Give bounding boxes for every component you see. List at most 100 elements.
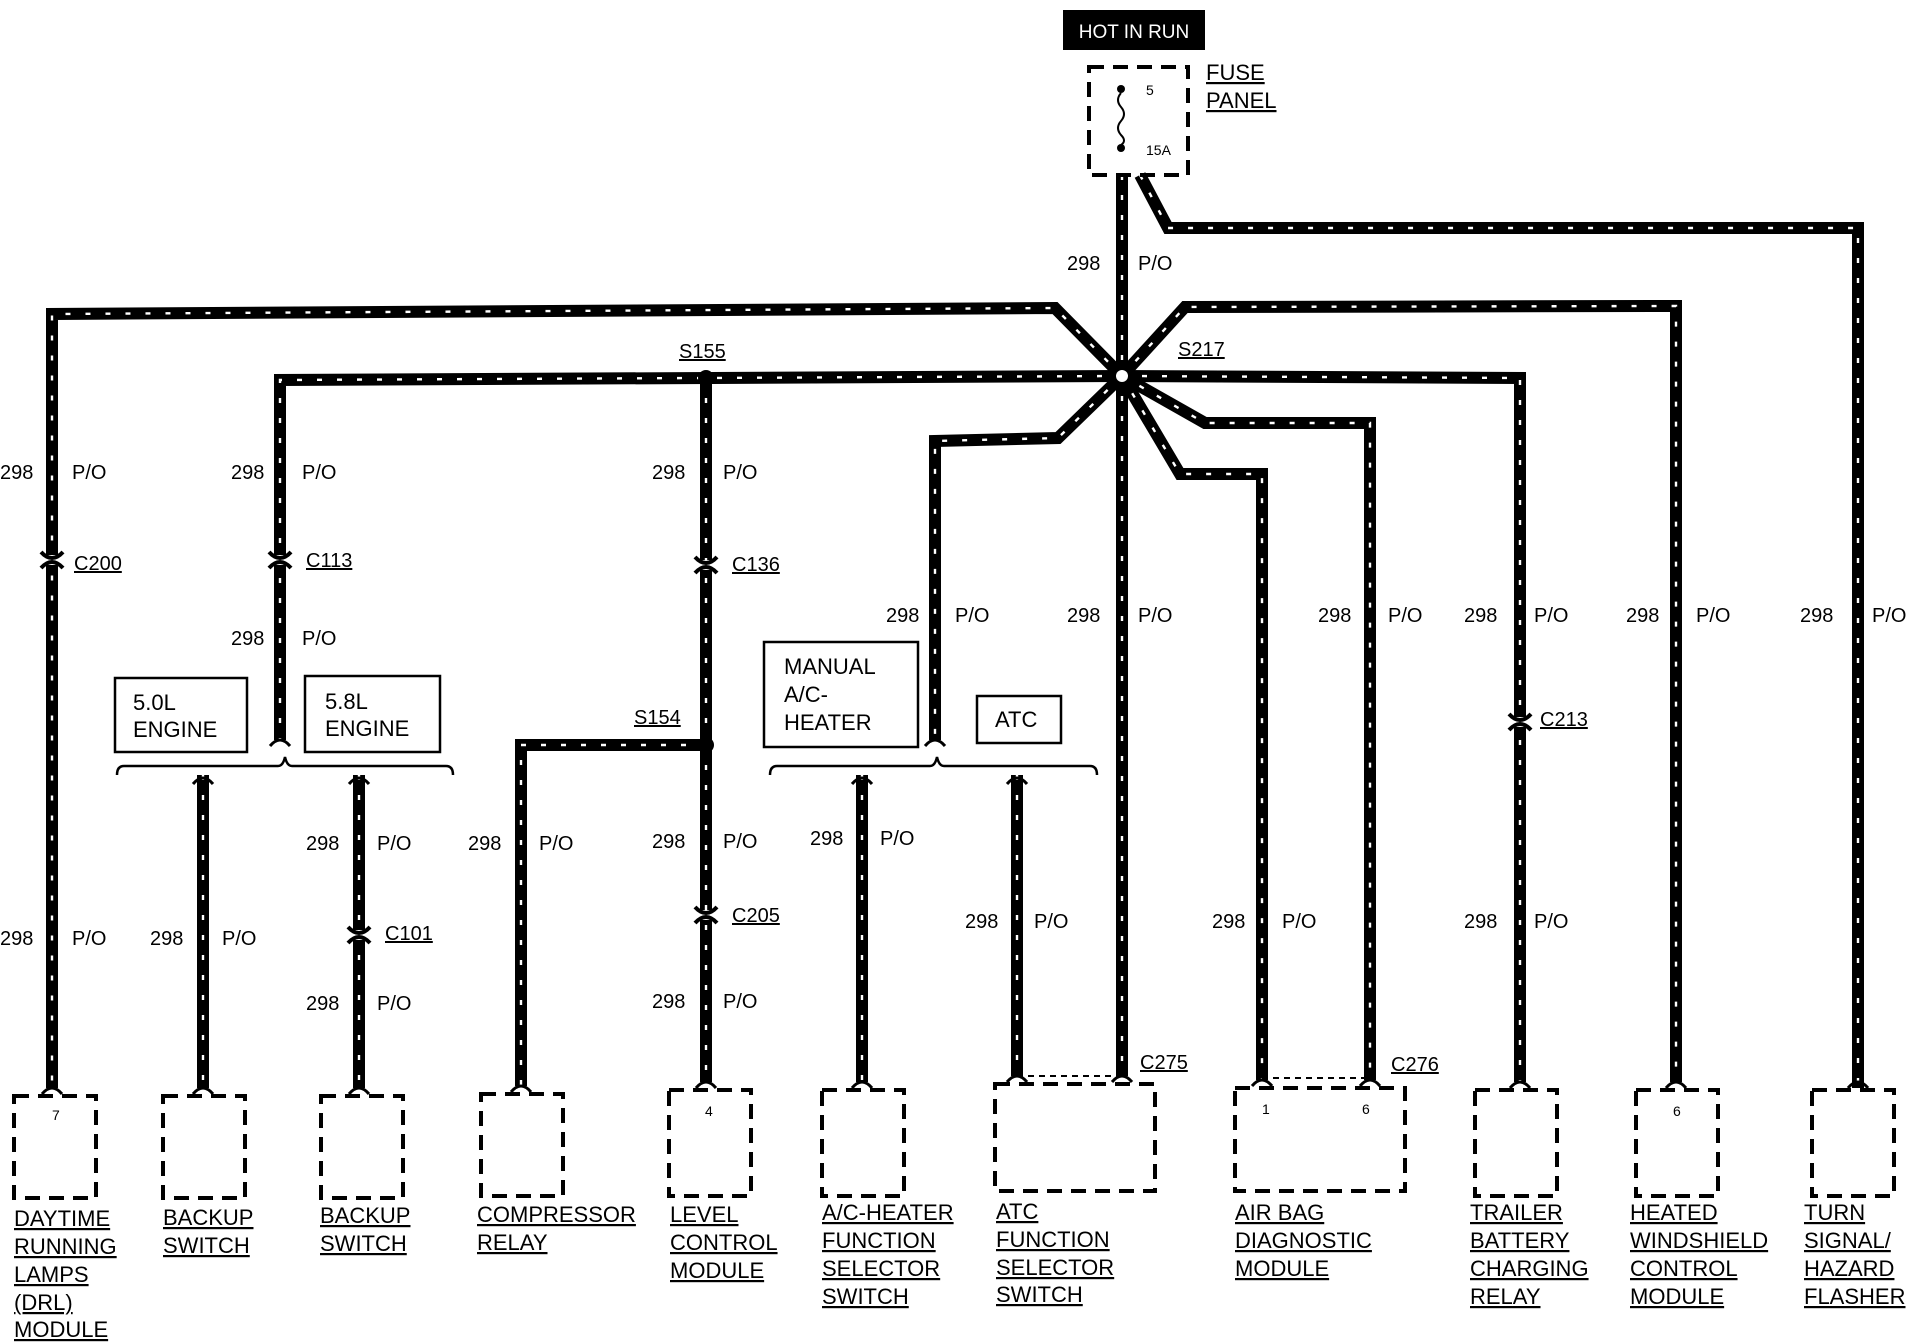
backup-58-label-2: SWITCH xyxy=(320,1231,407,1256)
wire-circuit-label: 298 xyxy=(1626,605,1659,627)
wire-circuit-label: 298 xyxy=(1464,911,1497,933)
wire-color-label: P/O xyxy=(1534,605,1568,627)
wire-s217-to-drl xyxy=(46,301,1127,1088)
hot-in-run-label: HOT IN RUN xyxy=(1079,22,1189,43)
wire-s217-to-trailer xyxy=(1121,370,1526,1082)
wire-circuit-label: 298 xyxy=(965,911,998,933)
manual-ac-label-1: MANUAL xyxy=(784,654,876,679)
wire-circuit-label: 298 xyxy=(810,828,843,850)
terminal-ac-heater-top xyxy=(850,776,874,786)
wire-color-label: P/O xyxy=(1034,911,1068,933)
fuse-panel-label-1: FUSE xyxy=(1206,60,1265,85)
wire-s217-to-airbag-pin6-stripe xyxy=(1121,374,1372,1080)
wire-circuit-label: 298 xyxy=(1067,605,1100,627)
wire-circuit-label: 298 xyxy=(652,831,685,853)
wire-color-label: P/O xyxy=(1872,605,1906,627)
splice-s155-label: S155 xyxy=(679,341,726,363)
wire-color-label: P/O xyxy=(302,628,336,650)
manual-ac-box xyxy=(762,640,920,749)
wire-color-label: P/O xyxy=(377,833,411,855)
wire-s217-to-airbag-pin1-body xyxy=(1116,372,1268,1080)
splice-s217-center xyxy=(1116,370,1128,382)
wire-color-label: P/O xyxy=(1534,911,1568,933)
manual-ac-label-2: A/C- xyxy=(784,682,828,707)
terminal-backup-58-top xyxy=(347,776,371,786)
fuse-number: 5 xyxy=(1146,82,1154,98)
hwcm-box xyxy=(1634,1088,1720,1198)
wire-s217-to-manual-ac-body xyxy=(929,371,1127,740)
wire-circuit-label: 298 xyxy=(1464,605,1497,627)
terminal-ac-heater xyxy=(850,1080,874,1090)
wire-s154-to-compressor xyxy=(515,739,706,1086)
fuse-element-icon xyxy=(1117,92,1125,146)
terminal-hwcm xyxy=(1664,1080,1688,1090)
wire-s217-to-hwcm xyxy=(1117,299,1682,1082)
drl-label-4: (DRL) xyxy=(14,1290,73,1315)
terminal-backup-58 xyxy=(347,1086,371,1096)
connector-c213-symbol xyxy=(1507,712,1533,732)
terminal-atc-top xyxy=(1005,776,1029,786)
wire-circuit-label: 298 xyxy=(1318,605,1351,627)
connector-c275-label: C275 xyxy=(1140,1052,1188,1074)
trailer-label-3: CHARGING xyxy=(1470,1256,1589,1281)
wire-circuit-label: 298 xyxy=(652,991,685,1013)
airbag-pin-1: 1 xyxy=(1262,1101,1270,1117)
terminal-turn xyxy=(1846,1080,1870,1090)
wire-s154-to-compressor-body xyxy=(515,739,706,1086)
wire-color-label: P/O xyxy=(222,928,256,950)
drl-label-2: RUNNING xyxy=(14,1234,117,1259)
atc-option-box xyxy=(975,694,1063,745)
wire-circuit-label: 298 xyxy=(150,928,183,950)
terminal-airbag-1 xyxy=(1250,1078,1274,1088)
drl-label-1: DAYTIME xyxy=(14,1206,110,1231)
engine-58-label-1: 5.8L xyxy=(325,689,368,714)
wire-s217-to-s155-c113-stripe xyxy=(278,374,1123,740)
engine-50-box xyxy=(113,676,249,754)
airbag-label-2: DIAGNOSTIC xyxy=(1235,1228,1372,1253)
wire-color-label: P/O xyxy=(539,833,573,855)
compressor-label-1: COMPRESSOR xyxy=(477,1202,636,1227)
wire-color-label: P/O xyxy=(1138,253,1172,275)
ac-heater-label-1: A/C-HEATER xyxy=(822,1200,954,1225)
wire-color-label: P/O xyxy=(723,462,757,484)
wire-s217-to-airbag-pin6-body xyxy=(1119,370,1376,1080)
backup-switch-58-box xyxy=(319,1094,405,1200)
fuse-panel-box xyxy=(1087,65,1190,177)
hot-in-run-badge xyxy=(1063,10,1205,50)
ac-option-bracket xyxy=(768,756,1099,776)
hwcm-label-3: CONTROL xyxy=(1630,1256,1738,1281)
wire-circuit-label: 298 xyxy=(1212,911,1245,933)
wire-s217-to-trailer-stripe xyxy=(1121,374,1522,1082)
backup-switch-50-box xyxy=(161,1094,247,1200)
hwcm-pin-6: 6 xyxy=(1673,1103,1681,1119)
atc-switch-label-2: FUNCTION xyxy=(996,1227,1110,1252)
wire-color-label: P/O xyxy=(955,605,989,627)
splice-s217-label: S217 xyxy=(1178,339,1225,361)
airbag-module-box xyxy=(1233,1086,1407,1193)
wire-fuse-to-turn-flasher xyxy=(1134,172,1864,1088)
wire-circuit-label: 298 xyxy=(231,628,264,650)
level-label-3: MODULE xyxy=(670,1258,764,1283)
wire-circuit-label: 298 xyxy=(306,833,339,855)
trailer-label-1: TRAILER xyxy=(1470,1200,1563,1225)
terminal-backup-50-top xyxy=(191,776,215,786)
trailer-label-4: RELAY xyxy=(1470,1284,1541,1309)
wire-color-label: P/O xyxy=(723,831,757,853)
backup-50-label-1: BACKUP xyxy=(163,1205,253,1230)
wire-s217-to-manual-ac xyxy=(929,371,1127,740)
hwcm-label-1: HEATED xyxy=(1630,1200,1718,1225)
turn-flasher-box xyxy=(1810,1088,1896,1198)
ac-heater-label-4: SWITCH xyxy=(822,1284,909,1309)
trailer-label-2: BATTERY xyxy=(1470,1228,1570,1253)
wire-s217-to-hwcm-body xyxy=(1117,299,1682,1082)
wire-color-label: P/O xyxy=(1696,605,1730,627)
engine-50-label-1: 5.0L xyxy=(133,690,176,715)
ac-heater-label-3: SELECTOR xyxy=(822,1256,940,1281)
connector-c200-label: C200 xyxy=(74,553,122,575)
wire-circuit-label: 298 xyxy=(0,928,33,950)
connector-c113-symbol xyxy=(267,550,293,570)
wire-color-label: P/O xyxy=(72,462,106,484)
connector-c200-symbol xyxy=(39,550,65,570)
